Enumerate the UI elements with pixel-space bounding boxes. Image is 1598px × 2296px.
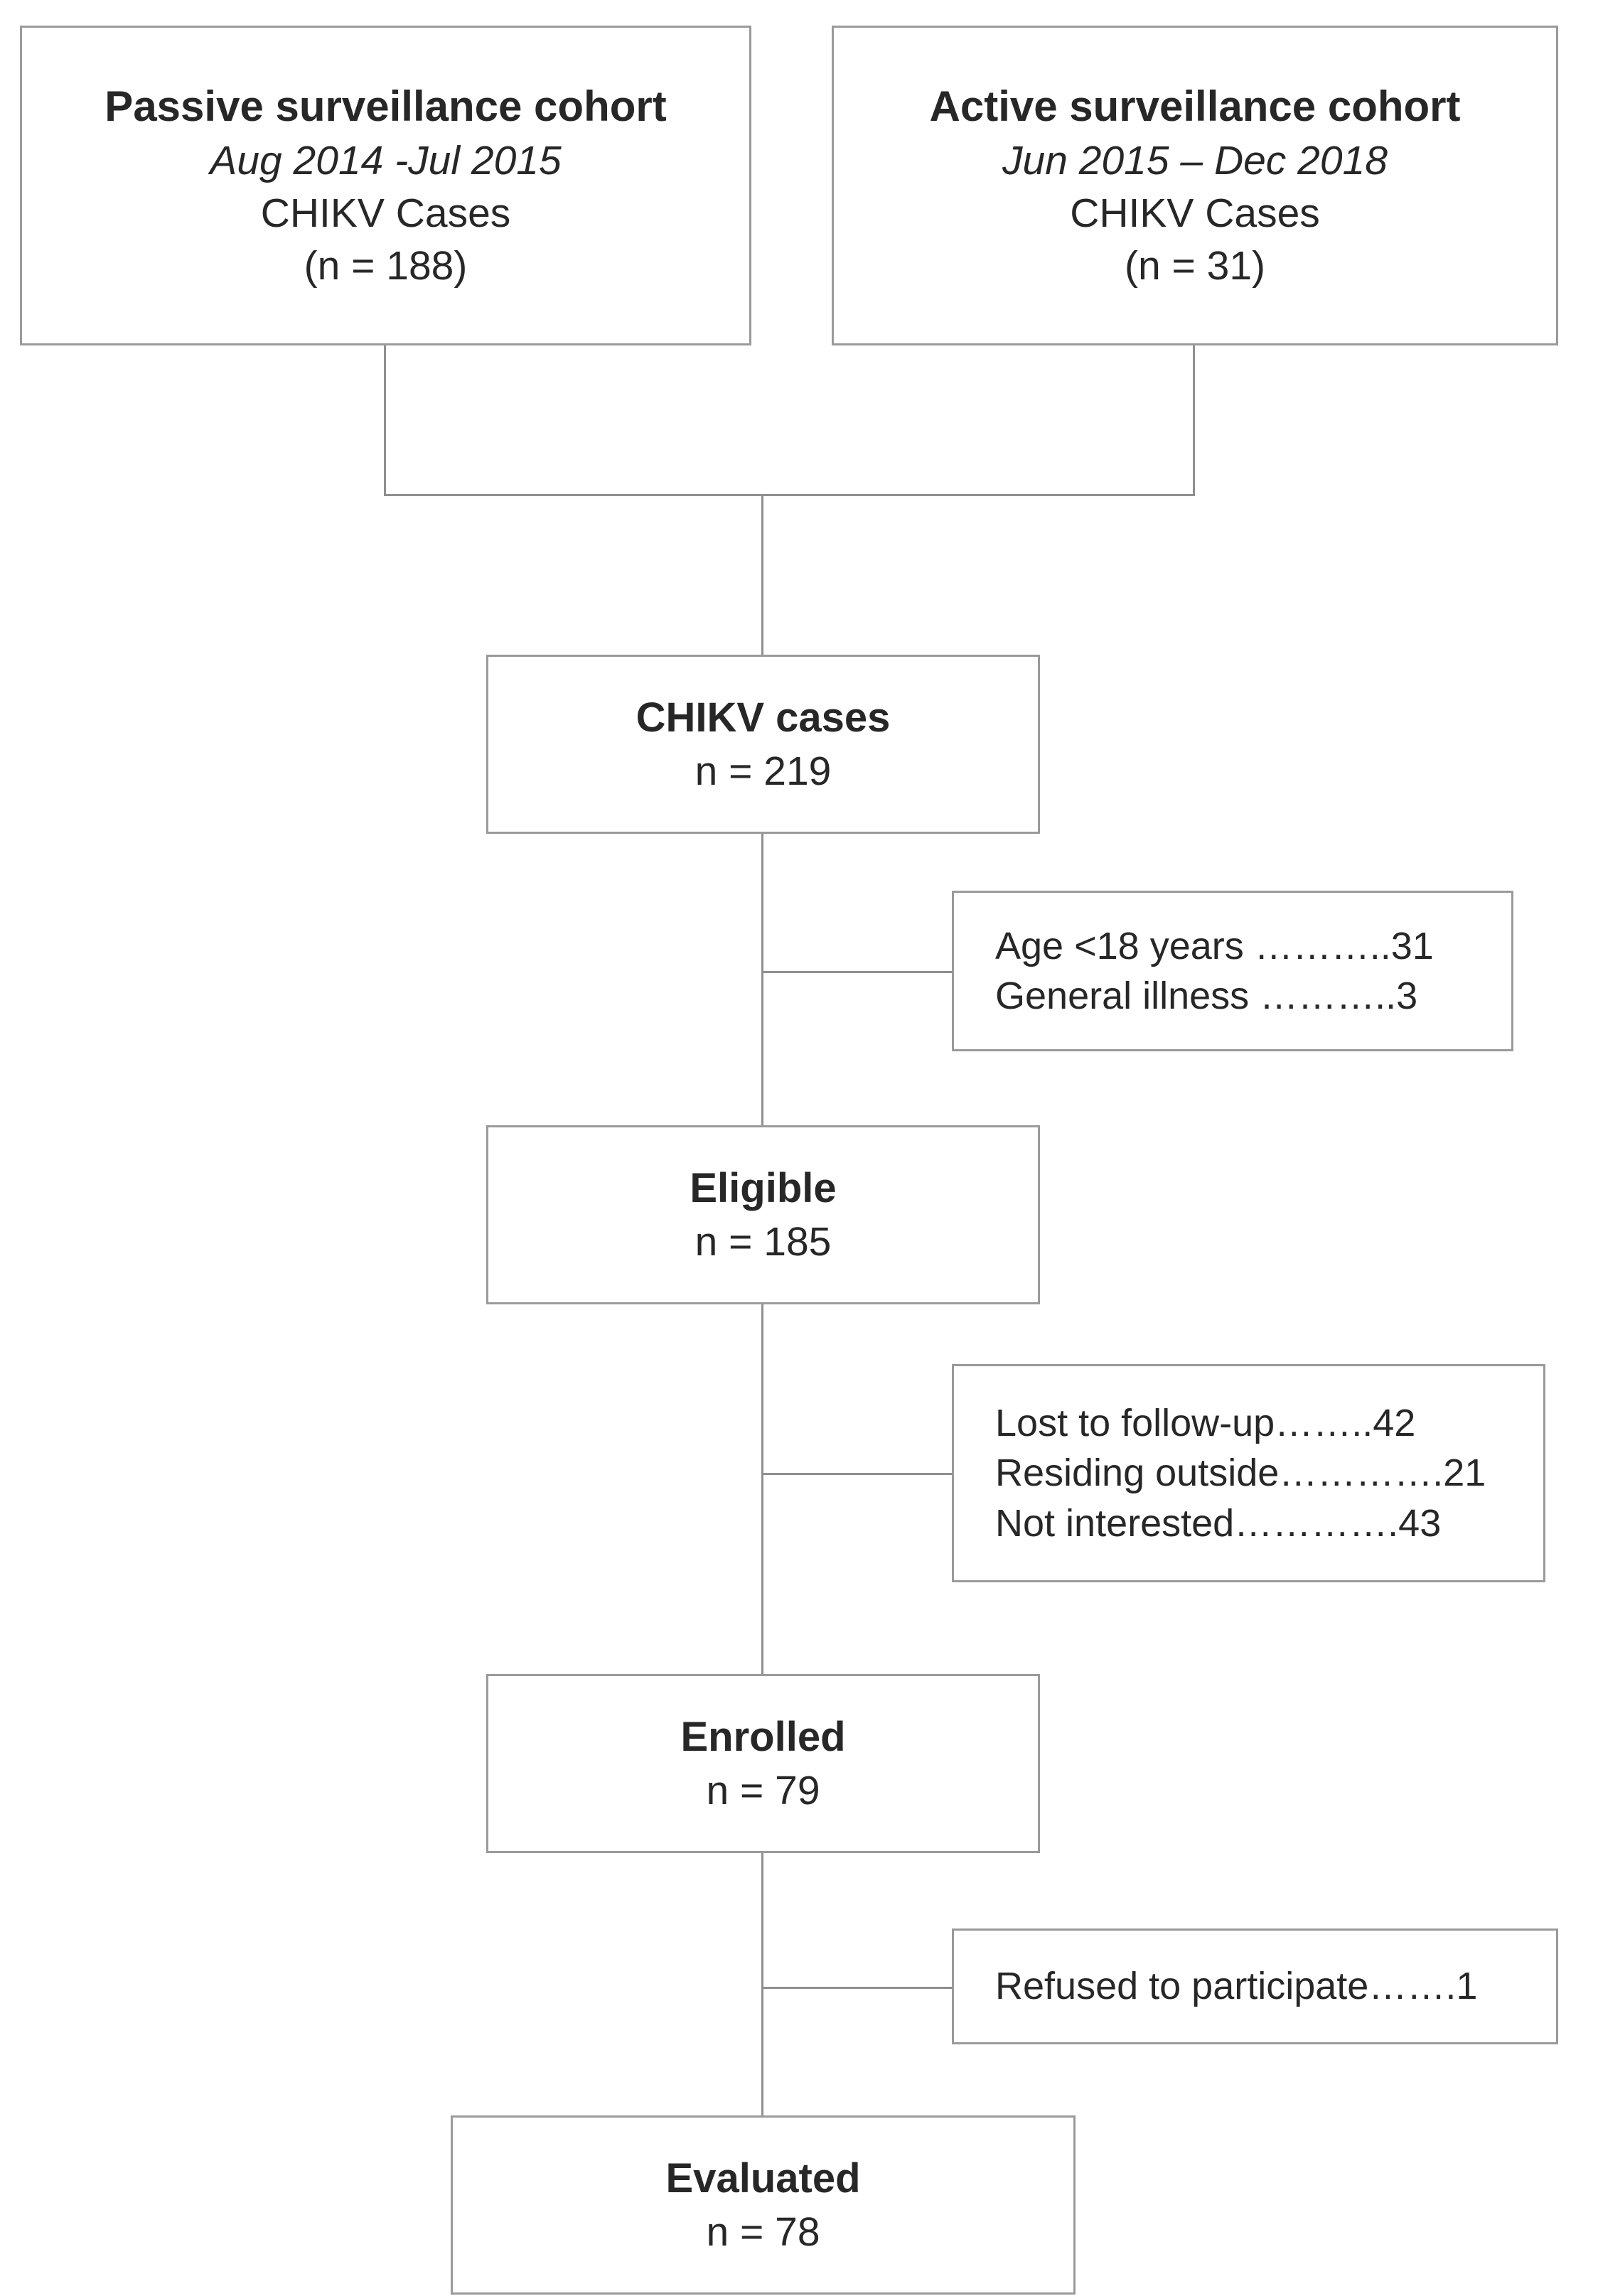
exclusion-box-3: Refused to participate…….1: [952, 1928, 1558, 2044]
cohort-case-label-passive: CHIKV Cases: [260, 190, 511, 236]
cohort-case-label-active: CHIKV Cases: [1070, 190, 1320, 236]
exclusion-box-1: Age <18 years ………..31 General illness ………: [952, 891, 1513, 1051]
cohort-count-passive: (n = 188): [304, 243, 468, 289]
cohort-title-passive: Passive surveillance cohort: [104, 82, 667, 130]
exclusion-1-line-1: Age <18 years ………..31: [995, 924, 1434, 967]
connector-active-drop: [1193, 345, 1195, 496]
exclusion-2-line-1: Lost to follow-up……..42: [995, 1402, 1416, 1445]
connector-merge-bar: [384, 494, 1195, 496]
cohort-title-active: Active surveillance cohort: [929, 82, 1461, 130]
stage-box-evaluated: Evaluated n = 78: [451, 2115, 1076, 2295]
connector-exclusion-1-branch: [761, 971, 953, 973]
stage-count-eligible: n = 185: [695, 1218, 832, 1265]
stage-box-enrolled: Enrolled n = 79: [486, 1674, 1040, 1853]
connector-enrolled-to-evaluated: [761, 1853, 763, 2115]
cohort-box-active: Active surveillance cohort Jun 2015 – De…: [832, 26, 1558, 345]
stage-count-enrolled: n = 79: [706, 1767, 820, 1813]
stage-title-evaluated: Evaluated: [665, 2155, 861, 2202]
stage-title-enrolled: Enrolled: [680, 1714, 846, 1761]
exclusion-2-line-3: Not interested………….43: [995, 1501, 1442, 1545]
exclusion-1-line-2: General illness ………..3: [995, 975, 1418, 1017]
stage-box-eligible: Eligible n = 185: [486, 1125, 1040, 1304]
stage-count-chikv-cases: n = 219: [695, 748, 832, 794]
stage-title-eligible: Eligible: [690, 1165, 837, 1212]
connector-exclusion-3-branch: [761, 1987, 953, 1989]
stage-count-evaluated: n = 78: [706, 2209, 820, 2255]
cohort-box-passive: Passive surveillance cohort Aug 2014 -Ju…: [20, 26, 751, 345]
connector-passive-drop: [384, 345, 386, 496]
connector-eligible-to-enrolled: [761, 1304, 763, 1674]
exclusion-box-2: Lost to follow-up……..42 Residing outside…: [952, 1364, 1545, 1582]
stage-box-chikv-cases: CHIKV cases n = 219: [486, 655, 1040, 834]
cohort-period-passive: Aug 2014 -Jul 2015: [210, 137, 562, 183]
connector-merge-to-chikv: [761, 494, 763, 656]
connector-exclusion-2-branch: [761, 1473, 953, 1475]
cohort-count-active: (n = 31): [1124, 243, 1266, 289]
connector-chikv-to-eligible: [761, 834, 763, 1125]
exclusion-3-line-1: Refused to participate…….1: [995, 1965, 1478, 2008]
cohort-period-active: Jun 2015 – Dec 2018: [1002, 137, 1388, 183]
exclusion-2-line-2: Residing outside………….21: [995, 1452, 1486, 1495]
stage-title-chikv-cases: CHIKV cases: [636, 694, 891, 741]
